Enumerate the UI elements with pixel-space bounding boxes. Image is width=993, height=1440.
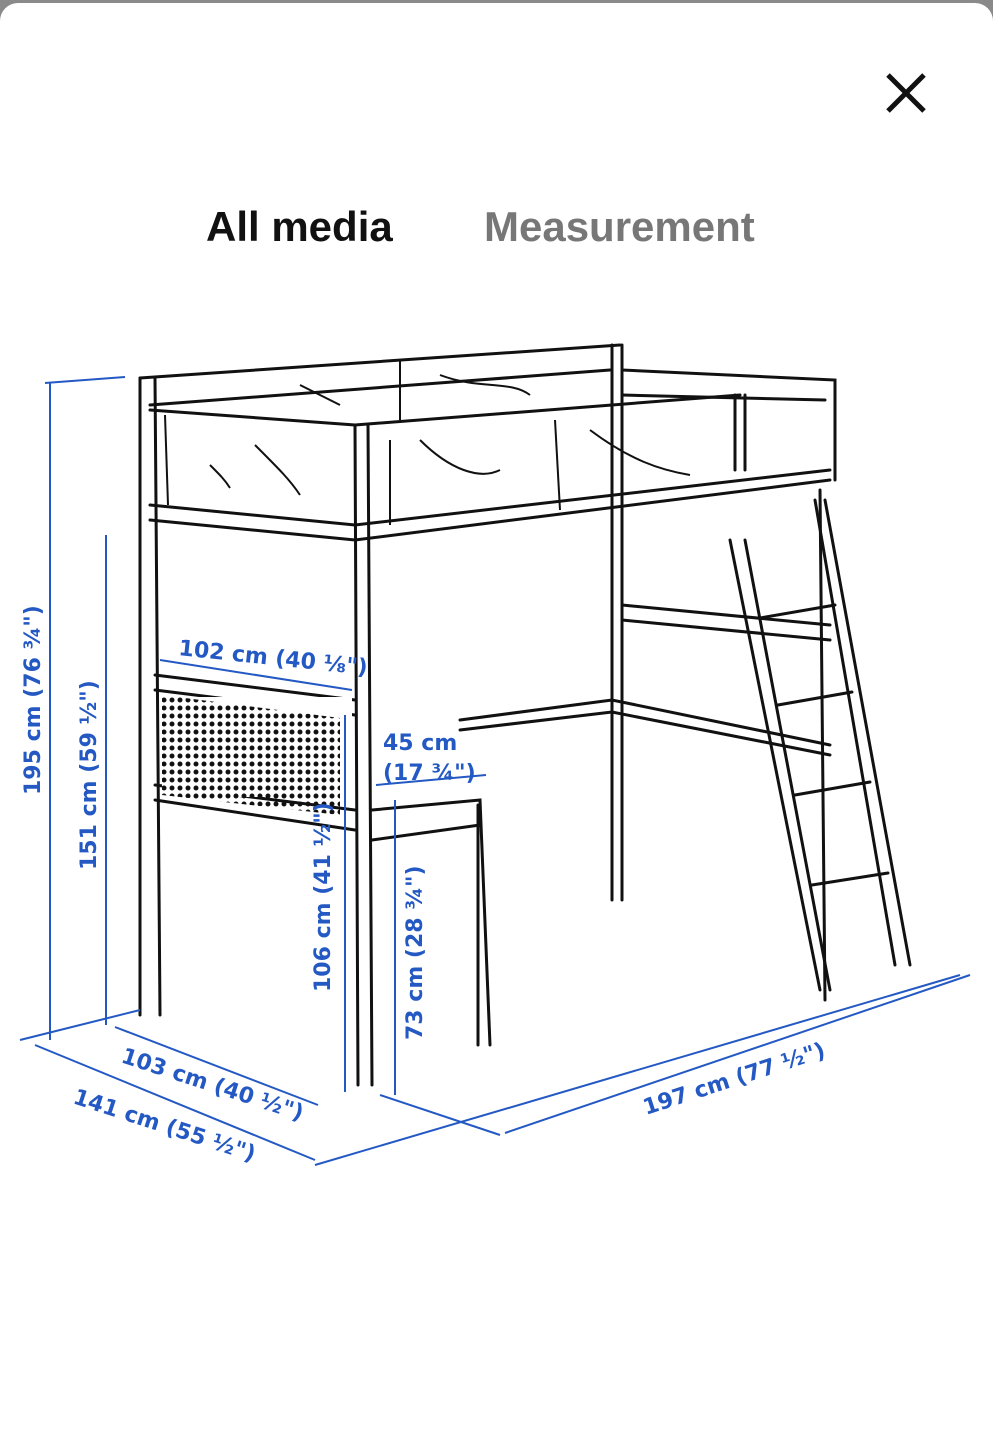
- tab-measurement[interactable]: Measurement: [484, 203, 755, 250]
- dim-total-length: 197 cm (77 ½"): [640, 1038, 828, 1120]
- dim-desk-depth-cm: 45 cm: [383, 731, 457, 756]
- tab-all-media[interactable]: All media: [206, 203, 393, 250]
- dim-desk-height: 73 cm (28 ¾"): [403, 865, 428, 1040]
- dim-desk-depth-in: (17 ¾"): [383, 761, 476, 786]
- dim-desk-width: 102 cm (40 ⅛"): [177, 636, 368, 681]
- media-tabs: All media Measurement: [0, 203, 993, 263]
- dim-total-height: 195 cm (76 ¾"): [21, 605, 46, 795]
- close-icon[interactable]: [880, 67, 932, 119]
- dim-underbed-height: 106 cm (41 ½"): [311, 802, 336, 992]
- dimension-lines: [19, 376, 971, 1166]
- bed-frame-drawing: [138, 343, 912, 1087]
- dim-bed-height: 151 cm (59 ½"): [77, 680, 102, 870]
